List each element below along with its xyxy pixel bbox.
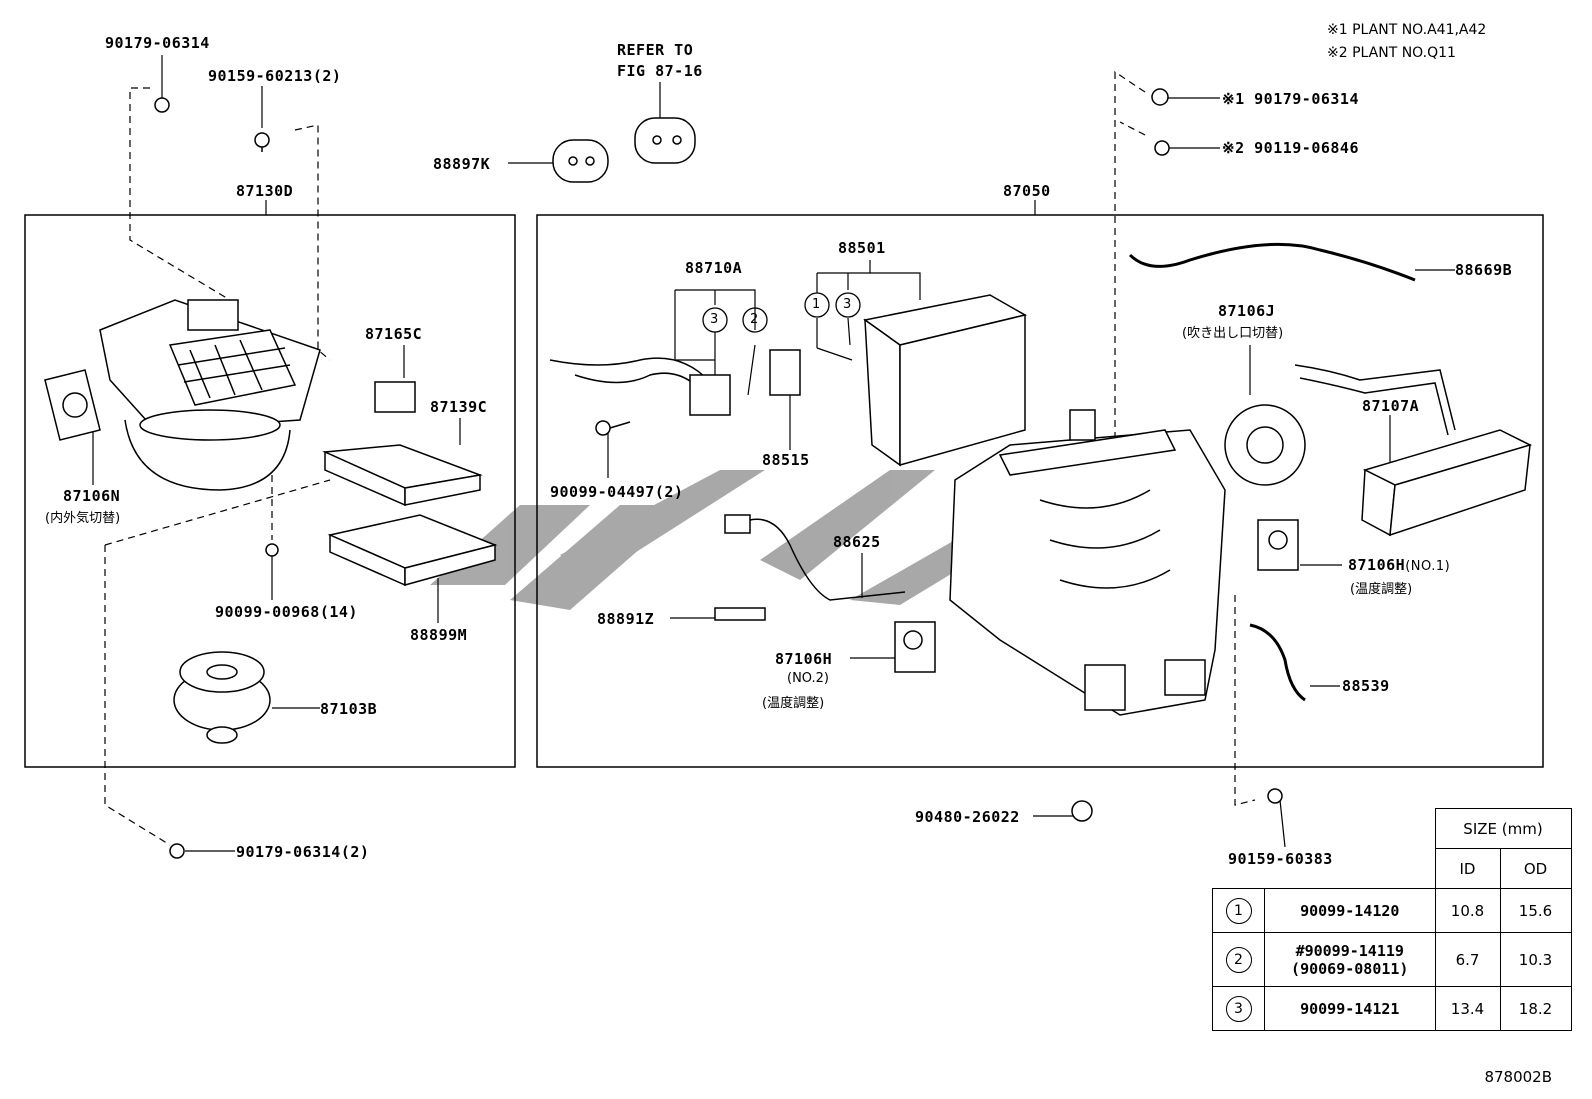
part-label-90099-00968[interactable]: 90099-00968(14)	[215, 603, 358, 621]
o-ring-callouts	[702, 292, 861, 333]
id-header: ID	[1434, 848, 1501, 889]
assembly-box-87130D	[24, 214, 516, 768]
actuator-87106H-no1-drawing	[1257, 519, 1299, 571]
row-od: 10.3	[1499, 932, 1572, 987]
row-part[interactable]: #90099-14119(90069-08011)	[1264, 932, 1436, 987]
part-label-88539[interactable]: 88539	[1342, 677, 1390, 695]
row-od: 15.6	[1499, 888, 1572, 933]
part-desc-87106N: (内外気切替)	[45, 511, 121, 526]
part-label-87130D[interactable]: 87130D	[236, 182, 294, 200]
table-row[interactable]: 2 #90099-14119(90069-08011) 6.7 10.3	[1212, 932, 1572, 987]
actuator-87106H-no2-drawing	[894, 621, 936, 673]
part-label-90179-06314-n1[interactable]: ※1 90179-06314	[1222, 90, 1359, 108]
row-part[interactable]: 90099-14120	[1264, 888, 1436, 933]
actuator-87106J-drawing	[1224, 404, 1306, 486]
sensor-88891Z-drawing	[714, 607, 766, 621]
valve-88515-drawing	[769, 349, 801, 396]
part-label-88899M[interactable]: 88899M	[410, 626, 468, 644]
fastener-icons	[154, 88, 1283, 859]
grommet-parts	[552, 117, 696, 183]
filter-87139C-drawing	[322, 444, 483, 507]
part-label-90159-60383[interactable]: 90159-60383	[1228, 850, 1333, 868]
assembly-box-87050	[536, 214, 1544, 768]
actuator-87106N-drawing	[44, 369, 101, 441]
row-od: 18.2	[1499, 986, 1572, 1031]
o-ring-size-table: SIZE (mm) ID OD 1 90099-14120 10.8 15.6 …	[1212, 808, 1572, 1031]
part-suffix-87106H-no2: (NO.2)	[787, 671, 829, 686]
o-ring-callout-1: 1	[812, 297, 821, 312]
row-mark: 1	[1212, 888, 1265, 933]
evaporator-88501-drawing	[863, 294, 1028, 467]
part-label-87106H-no1[interactable]: 87106H(NO.1)	[1348, 556, 1450, 574]
row-mark: 3	[1212, 986, 1265, 1031]
row-id: 6.7	[1434, 932, 1501, 987]
part-label-88897K[interactable]: 88897K	[433, 155, 491, 173]
part-label-88669B[interactable]: 88669B	[1455, 261, 1513, 279]
part-label-87107A[interactable]: 87107A	[1362, 397, 1420, 415]
part-label-87139C[interactable]: 87139C	[430, 398, 488, 416]
part-label-90480-26022[interactable]: 90480-26022	[915, 808, 1020, 826]
part-number: 87106H	[1348, 556, 1406, 574]
o-ring-callout-3b: 3	[843, 297, 852, 312]
pipe-88710A-drawing	[549, 357, 731, 416]
hose-88539-drawing	[1249, 623, 1306, 702]
part-label-87165C[interactable]: 87165C	[365, 325, 423, 343]
row-part-primary: #90099-14119	[1295, 941, 1404, 960]
part-label-87106N[interactable]: 87106N	[63, 487, 121, 505]
size-header: SIZE (mm)	[1434, 808, 1572, 849]
row-part[interactable]: 90099-14121	[1264, 986, 1436, 1031]
part-label-90119-06846-n2[interactable]: ※2 90119-06846	[1222, 139, 1359, 157]
part-desc-87106H-no1: (温度調整)	[1350, 582, 1413, 597]
heater-core-87107A-drawing	[1294, 364, 1533, 537]
part-label-90159-60213[interactable]: 90159-60213(2)	[208, 67, 342, 85]
hose-88669B-drawing	[1128, 242, 1416, 282]
o-ring-callout-3a: 3	[710, 312, 719, 327]
plant-note-1: ※1 PLANT NO.A41,A42	[1327, 22, 1487, 38]
row-id: 10.8	[1434, 888, 1501, 933]
part-label-90179-06314-2[interactable]: 90179-06314(2)	[236, 843, 370, 861]
o-ring-callout-2: 2	[750, 312, 759, 327]
part-label-88515[interactable]: 88515	[762, 451, 810, 469]
row-part-alt: (90069-08011)	[1291, 959, 1409, 978]
cover-88899M-drawing	[327, 514, 498, 587]
part-label-87103B[interactable]: 87103B	[320, 700, 378, 718]
part-label-88710A[interactable]: 88710A	[685, 259, 743, 277]
part-label-90179-06314[interactable]: 90179-06314	[105, 34, 210, 52]
od-header: OD	[1499, 848, 1572, 889]
table-row[interactable]: 1 90099-14120 10.8 15.6	[1212, 888, 1572, 933]
row-id: 13.4	[1434, 986, 1501, 1031]
part-desc-87106J: (吹き出し口切替)	[1182, 326, 1284, 341]
part-desc-87106H-no2: (温度調整)	[762, 696, 825, 711]
part-label-87106J[interactable]: 87106J	[1218, 302, 1276, 320]
blower-motor-drawing	[173, 651, 271, 744]
row-mark: 2	[1212, 932, 1265, 987]
figure-code: 878002B	[1484, 1068, 1552, 1086]
part-suffix: (NO.1)	[1405, 559, 1451, 574]
resistor-87165C-drawing	[374, 381, 416, 413]
heater-unit-87050-drawing	[949, 409, 1226, 716]
sensor-88625-drawing	[724, 514, 906, 601]
part-label-88891Z[interactable]: 88891Z	[597, 610, 655, 628]
part-label-87050[interactable]: 87050	[1003, 182, 1051, 200]
part-label-90099-04497[interactable]: 90099-04497(2)	[550, 483, 684, 501]
part-label-87106H-no2[interactable]: 87106H	[775, 650, 833, 668]
blower-case-drawing	[99, 299, 321, 491]
refer-to-label: REFER TO	[617, 41, 694, 59]
fig-ref-link[interactable]: FIG 87-16	[617, 62, 703, 80]
table-row[interactable]: 3 90099-14121 13.4 18.2	[1212, 986, 1572, 1031]
part-label-88501[interactable]: 88501	[838, 239, 886, 257]
part-label-88625[interactable]: 88625	[833, 533, 881, 551]
plant-note-2: ※2 PLANT NO.Q11	[1327, 45, 1456, 61]
